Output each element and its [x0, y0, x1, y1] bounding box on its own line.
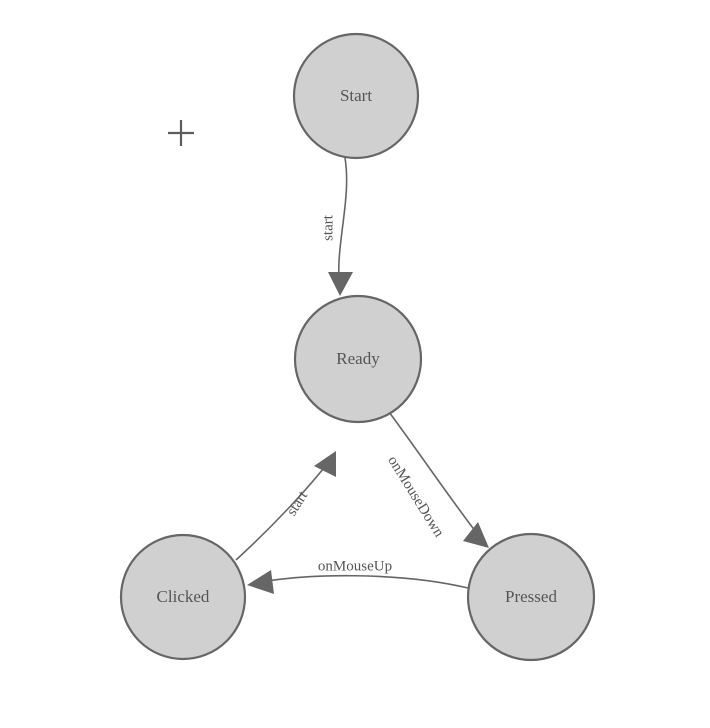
nodes-layer: Start Ready Clicked Pressed — [119, 32, 596, 662]
node-circle-start[interactable] — [292, 32, 420, 160]
node-label-pressed: Pressed — [505, 587, 557, 606]
node-pressed[interactable]: Pressed — [466, 532, 596, 662]
edge-pressed-to-clicked[interactable]: onMouseUp — [247, 558, 469, 594]
node-start[interactable]: Start — [292, 32, 420, 160]
arrowhead-icon — [247, 570, 274, 594]
node-circle-pressed[interactable] — [466, 532, 596, 662]
arrowhead-icon — [314, 451, 336, 477]
arrowhead-icon — [463, 522, 489, 548]
edge-ready-to-pressed[interactable]: onMouseDown — [384, 411, 489, 548]
edge-start-to-ready[interactable]: start — [320, 157, 353, 296]
node-label-ready: Ready — [336, 349, 380, 368]
edge-label-pressed-to-clicked: onMouseUp — [318, 558, 392, 574]
node-clicked[interactable]: Clicked — [119, 533, 247, 661]
crosshair-marker-icon — [168, 120, 194, 146]
node-circle-ready[interactable] — [293, 294, 423, 424]
node-circle-clicked[interactable] — [119, 533, 247, 661]
node-label-clicked: Clicked — [157, 587, 210, 606]
edge-label-start-to-ready: start — [320, 214, 336, 241]
node-label-start: Start — [340, 86, 372, 105]
edge-path-pressed-to-clicked — [255, 574, 469, 589]
edge-label-clicked-to-ready: start — [284, 488, 312, 519]
edge-label-ready-to-pressed: onMouseDown — [384, 453, 447, 540]
edge-path-start-to-ready — [337, 157, 348, 289]
edge-clicked-to-ready[interactable]: start — [235, 451, 336, 561]
edge-path-ready-to-pressed — [388, 411, 484, 542]
node-ready[interactable]: Ready — [293, 294, 423, 424]
arrowhead-icon — [328, 272, 353, 296]
